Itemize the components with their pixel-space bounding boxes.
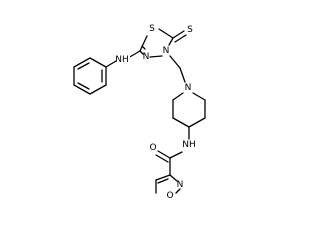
bond <box>141 45 146 50</box>
bond <box>169 174 178 182</box>
amide-nh-label: NH <box>182 140 196 150</box>
bond <box>89 84 107 95</box>
bond <box>139 35 148 52</box>
bond <box>169 151 183 159</box>
bond <box>172 92 184 101</box>
bond <box>149 55 163 58</box>
bond <box>73 84 91 95</box>
bond <box>77 82 90 90</box>
bond <box>157 178 169 184</box>
atom-labels: NH S S N N N NH O N O <box>115 24 196 200</box>
bond <box>155 174 171 181</box>
thione-s-label: S <box>187 25 193 35</box>
bond <box>105 60 117 68</box>
bond <box>157 150 171 159</box>
ring-s-label: S <box>149 24 155 34</box>
bonds <box>73 28 206 194</box>
molecule-structure: NH S S N N N NH O N O <box>73 24 206 200</box>
bond <box>188 117 206 128</box>
bond <box>169 55 181 69</box>
piperidine-n-label: N <box>185 83 192 93</box>
bond <box>168 37 174 46</box>
bond <box>172 30 185 39</box>
atom-bg <box>116 54 130 64</box>
bond <box>174 34 187 43</box>
bond <box>192 92 206 101</box>
ring-n3-label: N <box>143 52 150 62</box>
bond <box>155 154 169 163</box>
bond <box>172 117 190 128</box>
amine-nh-label: NH <box>115 55 129 65</box>
isoxazole-o-label: O <box>166 191 173 200</box>
bond <box>73 57 91 68</box>
isoxazole-n-label: N <box>177 180 184 190</box>
bond <box>158 28 174 39</box>
atom-bg <box>182 140 196 150</box>
bond <box>175 188 181 194</box>
bond <box>89 57 107 68</box>
bond <box>77 62 90 70</box>
bond <box>179 67 186 83</box>
bond <box>139 50 144 55</box>
carbonyl-o-label: O <box>149 143 156 153</box>
ring-n4-label: N <box>163 46 170 56</box>
